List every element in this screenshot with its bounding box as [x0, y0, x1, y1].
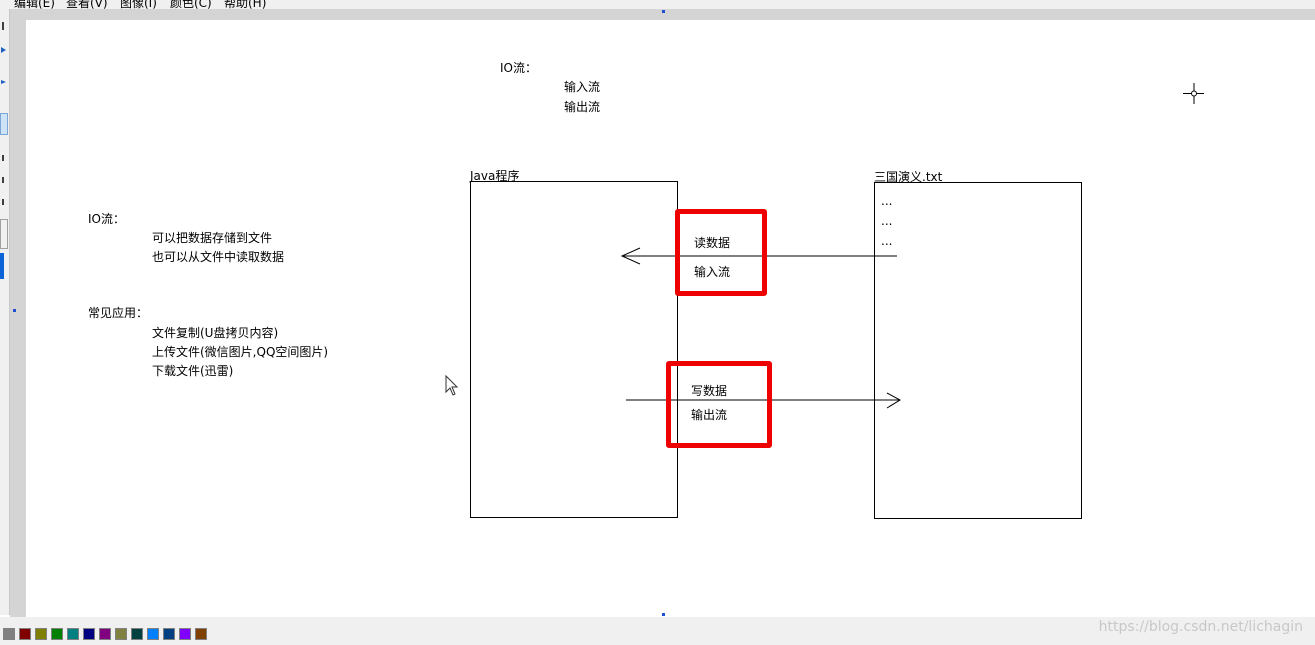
top-note-title: IO流：	[500, 61, 537, 75]
menu-edit[interactable]: 编辑(E)	[14, 0, 55, 9]
write-label: 写数据	[691, 384, 728, 398]
canvas-area: IO流： 输入流 输出流 IO流： 可以把数据存储到文件 也可以从文件中读取数据…	[10, 9, 1315, 622]
text-tool-icon[interactable]	[0, 149, 8, 167]
write-arrow-icon	[626, 392, 902, 409]
tool-options-box[interactable]	[0, 219, 8, 249]
file-line: ...	[881, 214, 893, 228]
color-swatch[interactable]	[131, 628, 143, 640]
drawing-canvas[interactable]: IO流： 输入流 输出流 IO流： 可以把数据存储到文件 也可以从文件中读取数据…	[26, 20, 1315, 622]
tool-box	[0, 9, 10, 615]
mouse-pointer-icon	[445, 374, 459, 396]
apps-note-item: 下载文件(迅雷)	[152, 364, 234, 378]
menu-colors[interactable]: 颜色(C)	[170, 0, 212, 9]
file-label: 三国演义.txt	[874, 170, 943, 184]
fill-tool-icon[interactable]	[0, 41, 8, 59]
menu-image[interactable]: 图像(I)	[120, 0, 157, 9]
resize-handle-top[interactable]	[662, 10, 665, 13]
resize-handle-left[interactable]	[13, 309, 16, 312]
file-line: ...	[881, 234, 893, 248]
select-tool-icon[interactable]	[0, 17, 8, 35]
color-swatch[interactable]	[115, 628, 127, 640]
pencil-tool-icon[interactable]	[0, 73, 8, 91]
menu-view[interactable]: 查看(V)	[66, 0, 108, 9]
color-swatch[interactable]	[83, 628, 95, 640]
brush-tool-icon[interactable]	[0, 113, 8, 135]
color-swatch[interactable]	[67, 628, 79, 640]
file-line: ...	[881, 194, 893, 208]
color-swatch[interactable]	[147, 628, 159, 640]
flow-arrows	[445, 83, 1204, 409]
read-stream-label: 输入流	[694, 265, 731, 279]
line-width-selector[interactable]	[0, 253, 4, 279]
read-arrow-icon	[620, 247, 897, 265]
left-note-item: 可以把数据存储到文件	[152, 231, 273, 245]
left-note-item: 也可以从文件中读取数据	[152, 250, 285, 264]
read-highlight-box	[675, 209, 767, 296]
resize-handle-bottom[interactable]	[662, 613, 665, 616]
watermark: https://blog.csdn.net/lichagin	[1098, 619, 1303, 635]
java-program-box	[470, 181, 678, 518]
color-swatch[interactable]	[179, 628, 191, 640]
color-swatch[interactable]	[195, 628, 207, 640]
color-palette: https://blog.csdn.net/lichagin	[0, 617, 1315, 645]
write-stream-label: 输出流	[691, 408, 728, 422]
left-note-title: IO流：	[88, 212, 125, 226]
apps-note-item: 上传文件(微信图片,QQ空间图片)	[152, 345, 329, 359]
crosshair-cursor-icon	[1183, 83, 1204, 104]
color-swatch[interactable]	[3, 628, 15, 640]
color-swatch[interactable]	[19, 628, 31, 640]
color-swatch[interactable]	[163, 628, 175, 640]
menu-bar: 编辑(E) 查看(V) 图像(I) 颜色(C) 帮助(H)	[0, 0, 1315, 9]
write-highlight-box	[666, 361, 772, 448]
top-note-item: 输入流	[564, 80, 601, 94]
apps-note-item: 文件复制(U盘拷贝内容)	[152, 326, 279, 340]
line-tool-icon[interactable]	[0, 171, 8, 189]
top-note-item: 输出流	[564, 100, 601, 114]
file-box	[874, 182, 1082, 519]
read-label: 读数据	[694, 236, 731, 250]
color-swatch[interactable]	[35, 628, 47, 640]
curve-tool-icon[interactable]	[0, 193, 8, 211]
menu-help[interactable]: 帮助(H)	[224, 0, 267, 9]
java-program-label: Java程序	[470, 169, 520, 183]
color-swatch[interactable]	[99, 628, 111, 640]
apps-note-title: 常见应用：	[88, 306, 149, 320]
color-swatch[interactable]	[51, 628, 63, 640]
